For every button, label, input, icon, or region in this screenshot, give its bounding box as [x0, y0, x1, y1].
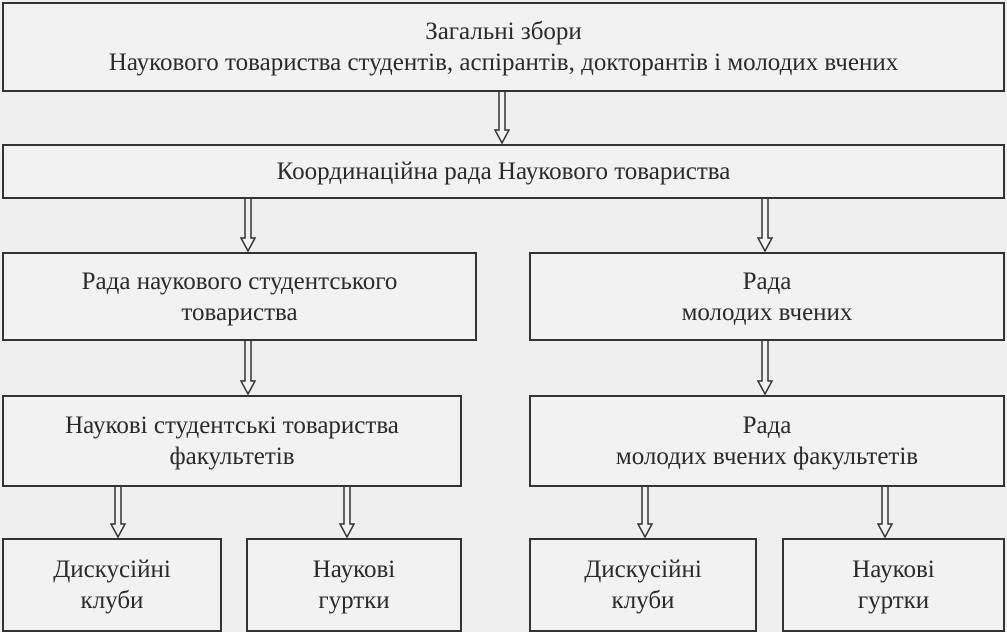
- student-society-council-box: Рада наукового студентського товариства: [2, 252, 477, 341]
- down-arrow-icon: [240, 341, 256, 395]
- student-society-council-line2: товариства: [181, 298, 298, 326]
- left-science-circles-line2: гуртки: [318, 587, 390, 614]
- left-science-circles-box: Наукові гуртки: [246, 538, 462, 632]
- young-scientists-council-line1: Рада: [742, 267, 792, 295]
- right-discussion-clubs-line2: клуби: [611, 587, 675, 614]
- coordination-council-box: Координаційна рада Наукового товариства: [2, 144, 1005, 199]
- faculty-young-scientists-council-line2: молодих вчених факультетів: [615, 443, 919, 470]
- faculty-student-societies-box: Наукові студентські товариства факультет…: [2, 395, 462, 487]
- faculty-young-scientists-council-line1: Рада: [742, 412, 792, 439]
- general-assembly-line2: Наукового товариства студентів, аспірант…: [108, 49, 899, 76]
- right-science-circles-line1: Наукові: [852, 556, 935, 583]
- young-scientists-council-box: Рада молодих вчених: [529, 252, 1005, 341]
- right-science-circles-box: Наукові гуртки: [782, 538, 1005, 632]
- faculty-student-societies-line2: факультетів: [169, 443, 295, 470]
- right-discussion-clubs-line1: Дискусійні: [584, 556, 702, 583]
- right-discussion-clubs-box: Дискусійні клуби: [529, 538, 757, 632]
- down-arrow-icon: [637, 487, 653, 538]
- right-science-circles-line2: гуртки: [857, 587, 930, 614]
- down-arrow-icon: [240, 199, 256, 252]
- down-arrow-icon: [110, 487, 126, 538]
- faculty-student-societies-line1: Наукові студентські товариства: [65, 412, 399, 439]
- left-science-circles-line1: Наукові: [312, 556, 396, 583]
- down-arrow-icon: [494, 92, 510, 144]
- left-discussion-clubs-line2: клуби: [80, 587, 144, 614]
- down-arrow-icon: [339, 487, 355, 538]
- left-discussion-clubs-box: Дискусійні клуби: [2, 538, 222, 632]
- faculty-young-scientists-council-box: Рада молодих вчених факультетів: [529, 395, 1005, 487]
- down-arrow-icon: [757, 199, 773, 252]
- student-society-council-line1: Рада наукового студентського: [81, 267, 398, 295]
- coordination-council-label: Координаційна рада Наукового товариства: [276, 158, 731, 185]
- left-discussion-clubs-line1: Дискусійні: [53, 556, 171, 583]
- young-scientists-council-line2: молодих вчених: [681, 298, 853, 326]
- down-arrow-icon: [757, 341, 773, 395]
- general-assembly-box: Загальні збори Наукового товариства студ…: [2, 2, 1005, 92]
- general-assembly-line1: Загальні збори: [425, 18, 582, 45]
- down-arrow-icon: [877, 487, 893, 538]
